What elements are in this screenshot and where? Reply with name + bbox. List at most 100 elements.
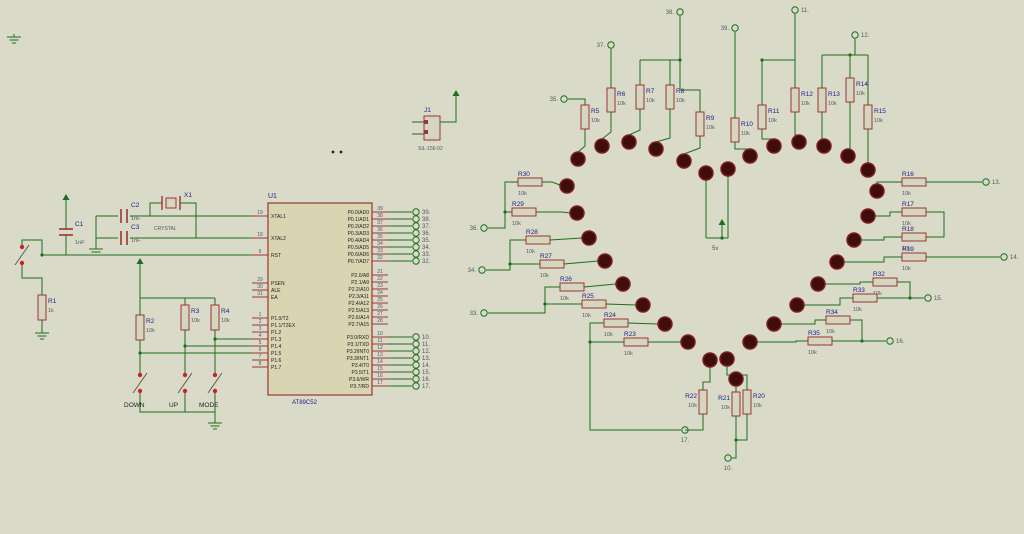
ground-symbol[interactable] xyxy=(35,330,49,340)
ground-symbol[interactable] xyxy=(208,420,222,430)
wire[interactable] xyxy=(589,322,681,431)
led[interactable] xyxy=(791,134,807,150)
wire[interactable] xyxy=(628,109,641,136)
wire[interactable] xyxy=(180,202,197,238)
ground-symbol[interactable] xyxy=(7,34,21,44)
wire[interactable] xyxy=(794,112,799,136)
terminal-11[interactable]: 11. xyxy=(791,6,809,14)
wire[interactable] xyxy=(680,89,701,112)
terminal-34[interactable]: 34. xyxy=(412,243,431,251)
led[interactable] xyxy=(840,148,856,164)
terminal-37[interactable]: 37. xyxy=(412,222,431,230)
wire[interactable] xyxy=(21,239,43,255)
led[interactable] xyxy=(635,297,651,313)
wire[interactable] xyxy=(781,319,826,325)
wire[interactable] xyxy=(149,202,162,216)
led[interactable] xyxy=(702,352,718,368)
led[interactable] xyxy=(680,334,696,350)
wire[interactable] xyxy=(601,112,612,140)
wire[interactable] xyxy=(832,319,863,342)
led[interactable] xyxy=(570,151,586,167)
wire[interactable] xyxy=(486,239,526,271)
terminal-38[interactable]: 38. xyxy=(412,215,431,223)
terminal-35[interactable]: 35. xyxy=(550,95,568,103)
terminal-14[interactable]: 14. xyxy=(412,361,431,369)
wire[interactable] xyxy=(683,136,701,155)
wire[interactable] xyxy=(761,129,774,140)
wire[interactable] xyxy=(583,283,617,288)
led[interactable] xyxy=(846,232,862,248)
wire[interactable] xyxy=(876,181,902,184)
wire[interactable] xyxy=(440,100,457,123)
wire[interactable] xyxy=(655,109,671,143)
terminal-15[interactable]: 15. xyxy=(924,294,943,302)
terminal-33[interactable]: 33. xyxy=(412,250,431,258)
terminal-17[interactable]: 17. xyxy=(681,426,690,444)
led[interactable] xyxy=(676,153,692,169)
ground-symbol[interactable] xyxy=(89,246,103,256)
terminal-38[interactable]: 38. xyxy=(666,8,684,16)
terminal-35[interactable]: 35. xyxy=(412,236,431,244)
terminal-34[interactable]: 34. xyxy=(468,266,486,274)
wire[interactable] xyxy=(21,263,43,295)
wire[interactable] xyxy=(488,286,560,314)
terminal-39[interactable]: 39. xyxy=(721,24,739,32)
terminal-13[interactable]: 13. xyxy=(412,354,431,362)
wire[interactable] xyxy=(926,211,945,238)
led[interactable] xyxy=(719,351,735,367)
wire[interactable] xyxy=(577,129,586,153)
led[interactable] xyxy=(810,276,826,292)
wire[interactable] xyxy=(563,260,599,265)
terminal-10[interactable]: 10. xyxy=(724,454,733,472)
led[interactable] xyxy=(621,134,637,150)
wire[interactable] xyxy=(685,414,704,431)
led[interactable] xyxy=(860,162,876,178)
resistor-R32[interactable]: R3210k xyxy=(872,271,898,297)
terminal-37[interactable]: 37. xyxy=(597,41,615,49)
led[interactable] xyxy=(581,230,597,246)
terminal-17[interactable]: 17. xyxy=(412,382,431,390)
terminal-15[interactable]: 15. xyxy=(412,368,431,376)
terminal-10[interactable]: 10. xyxy=(412,333,431,341)
wire[interactable] xyxy=(897,281,911,298)
led[interactable] xyxy=(742,148,758,164)
wire[interactable] xyxy=(736,414,748,441)
terminal-11[interactable]: 11. xyxy=(412,340,430,348)
led[interactable] xyxy=(829,254,845,270)
button-up[interactable]: UP xyxy=(169,372,193,409)
terminal-16[interactable]: 16. xyxy=(886,337,905,345)
led[interactable] xyxy=(869,183,885,199)
wire[interactable] xyxy=(549,237,583,241)
mcu-U1[interactable]: U1AT89C5219XTAL118XTAL29RST29PSEN30ALE31… xyxy=(252,193,388,406)
led[interactable] xyxy=(728,371,744,387)
button-down[interactable]: DOWN xyxy=(124,372,148,409)
button-reset[interactable] xyxy=(14,244,30,266)
led[interactable] xyxy=(569,205,585,221)
wire[interactable] xyxy=(605,303,637,306)
power-terminal[interactable] xyxy=(452,90,460,100)
wire[interactable] xyxy=(844,256,902,263)
